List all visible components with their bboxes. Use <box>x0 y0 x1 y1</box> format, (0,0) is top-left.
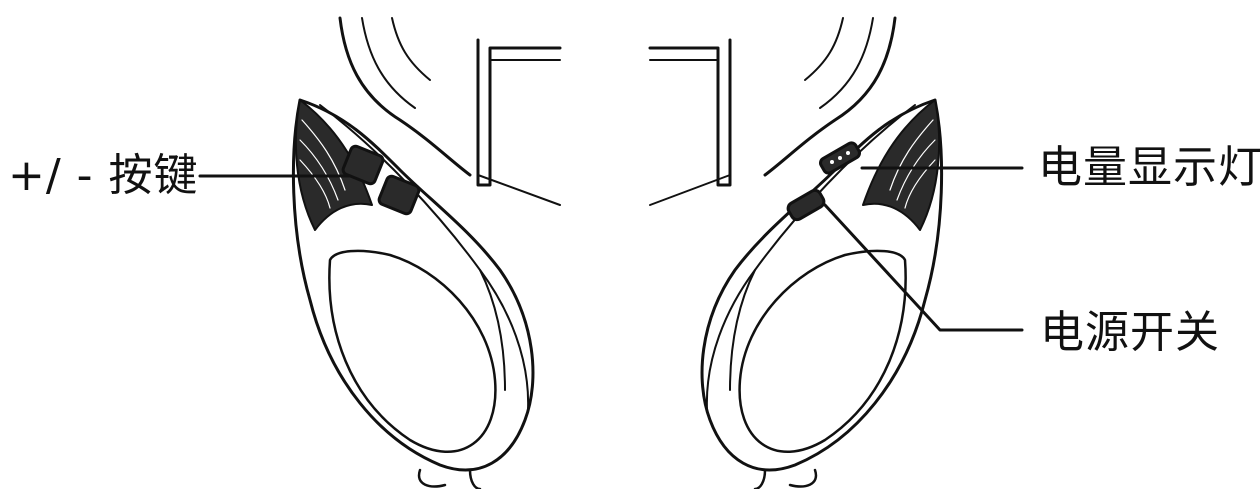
left-strap-clip <box>478 40 560 185</box>
right-strap-edge <box>805 18 843 80</box>
left-ear-cushion <box>329 251 495 452</box>
power-switch-label: 电源开关 <box>1040 311 1220 355</box>
right-strap-clip <box>650 40 730 185</box>
left-earpiece <box>293 18 560 489</box>
right-ear-cushion <box>740 251 906 452</box>
right-strap <box>765 18 895 175</box>
right-rim-rail <box>707 105 915 410</box>
right-earpiece <box>650 18 942 489</box>
battery-indicator-label: 电量显示灯 <box>1038 146 1260 190</box>
volume-buttons-label: +/ - 按键 <box>8 154 199 198</box>
left-strap-edge <box>392 18 430 80</box>
power-switch[interactable] <box>786 188 826 222</box>
